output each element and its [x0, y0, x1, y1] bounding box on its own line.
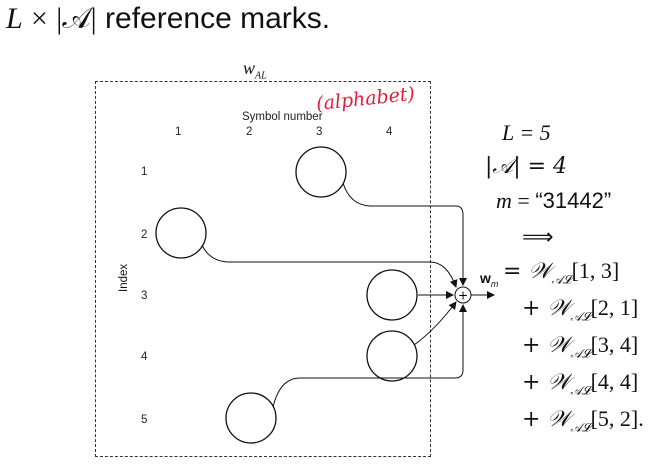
sum-node-plus: + — [458, 289, 468, 303]
connector-2 — [201, 244, 458, 288]
index-tick: 5 — [141, 414, 148, 426]
connector-1 — [342, 182, 467, 286]
index-tick: 4 — [141, 351, 148, 363]
eq-A-text: |𝒜| = 4 — [485, 154, 568, 179]
term-5-args: [5, 2]. — [590, 406, 644, 431]
symbol-tick: 2 — [246, 126, 253, 138]
term-4-w: + 𝒲 — [522, 370, 571, 395]
eq-L-text: L = 5 — [502, 120, 551, 145]
term-1-args: [1, 3] — [571, 258, 620, 283]
term-2-args: [2, 1] — [590, 295, 639, 320]
index-tick: 1 — [141, 166, 148, 178]
circle-index4-symbol4 — [366, 330, 418, 382]
connector-4 — [413, 301, 457, 346]
wm-label: wm — [480, 270, 498, 289]
term-3-args: [3, 4] — [590, 332, 639, 357]
frame-label-sub: AL — [255, 70, 267, 82]
index-tick: 2 — [141, 229, 148, 241]
wm-sub: m — [490, 278, 499, 289]
term-4-args: [4, 4] — [590, 369, 639, 394]
slide-heading: L × |𝒜| reference marks. — [6, 2, 330, 36]
circle-index3-symbol4 — [366, 269, 418, 321]
index-tick: 3 — [141, 290, 148, 302]
symbol-number-title: Symbol number — [242, 111, 323, 123]
circle-index2-symbol1 — [155, 207, 207, 259]
term-2-w: + 𝒲 — [522, 296, 571, 321]
term-5-sub: 𝒜𝓛 — [570, 420, 591, 435]
heading-text: reference marks. — [105, 2, 331, 35]
wm-w: w — [480, 270, 491, 286]
term-3-sub: 𝒜𝓛 — [570, 346, 591, 361]
heading-set: |𝒜| — [56, 2, 97, 35]
eq-term-2: + 𝒲𝒜𝓛[2, 1] — [522, 295, 638, 324]
eq-m-rhs: “31442” — [535, 188, 612, 213]
term-1-w: = 𝒲 — [503, 259, 552, 284]
heading-L: L — [6, 2, 23, 35]
frame-label: wAL — [243, 58, 267, 82]
term-3-w: + 𝒲 — [522, 333, 571, 358]
eq-term-3: + 𝒲𝒜𝓛[3, 4] — [522, 332, 638, 361]
frame-label-w: w — [243, 58, 256, 78]
symbol-tick: 1 — [175, 126, 182, 138]
connector-5 — [272, 304, 467, 408]
heading-times: × — [31, 2, 48, 35]
eq-term-4: + 𝒲𝒜𝓛[4, 4] — [522, 369, 638, 398]
eq-A: |𝒜| = 4 — [485, 153, 567, 179]
circle-index5-symbol2 — [225, 392, 277, 444]
eq-L: L = 5 — [502, 120, 551, 146]
eq-term-1: = 𝒲𝒜𝓛[1, 3] — [503, 258, 619, 287]
symbol-tick: 4 — [386, 126, 393, 138]
eq-term-5: + 𝒲𝒜𝓛[5, 2]. — [522, 406, 644, 435]
term-1-sub: 𝒜𝓛 — [551, 272, 572, 287]
eq-implies: ⟹ — [522, 224, 554, 249]
circle-index1-symbol3 — [295, 146, 347, 198]
eq-m-lhs: m — [496, 188, 512, 213]
term-4-sub: 𝒜𝓛 — [570, 383, 591, 398]
symbol-tick: 3 — [316, 126, 323, 138]
dashed-frame — [95, 81, 431, 457]
eq-m: m = “31442” — [496, 188, 612, 213]
term-5-w: + 𝒲 — [522, 407, 571, 432]
term-2-sub: 𝒜𝓛 — [570, 309, 591, 324]
